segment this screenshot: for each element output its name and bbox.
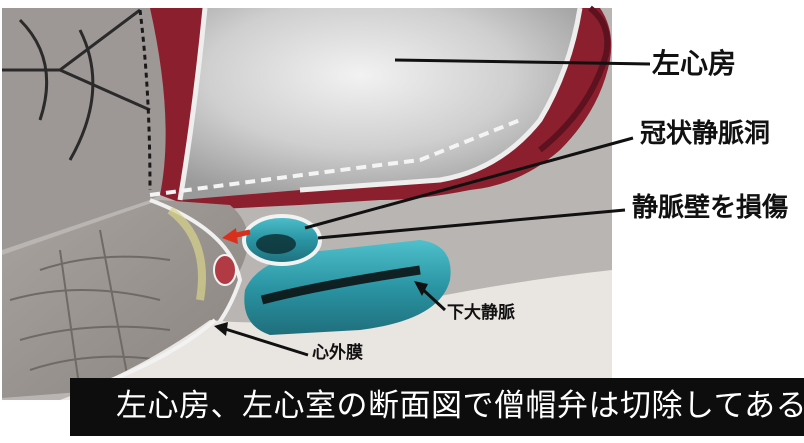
label-vein-wall-damage: 静脈壁を損傷 — [632, 195, 788, 221]
label-inferior-vena-cava: 下大静脈 — [447, 305, 515, 322]
small-vessel — [214, 255, 236, 285]
label-pericardium: 心外膜 — [312, 345, 363, 362]
caption-text: 左心房、左心室の断面図で僧帽弁は切除してある — [116, 388, 804, 425]
label-left-atrium: 左心房 — [652, 50, 736, 78]
label-coronary-sinus: 冠状静脈洞 — [640, 121, 770, 147]
